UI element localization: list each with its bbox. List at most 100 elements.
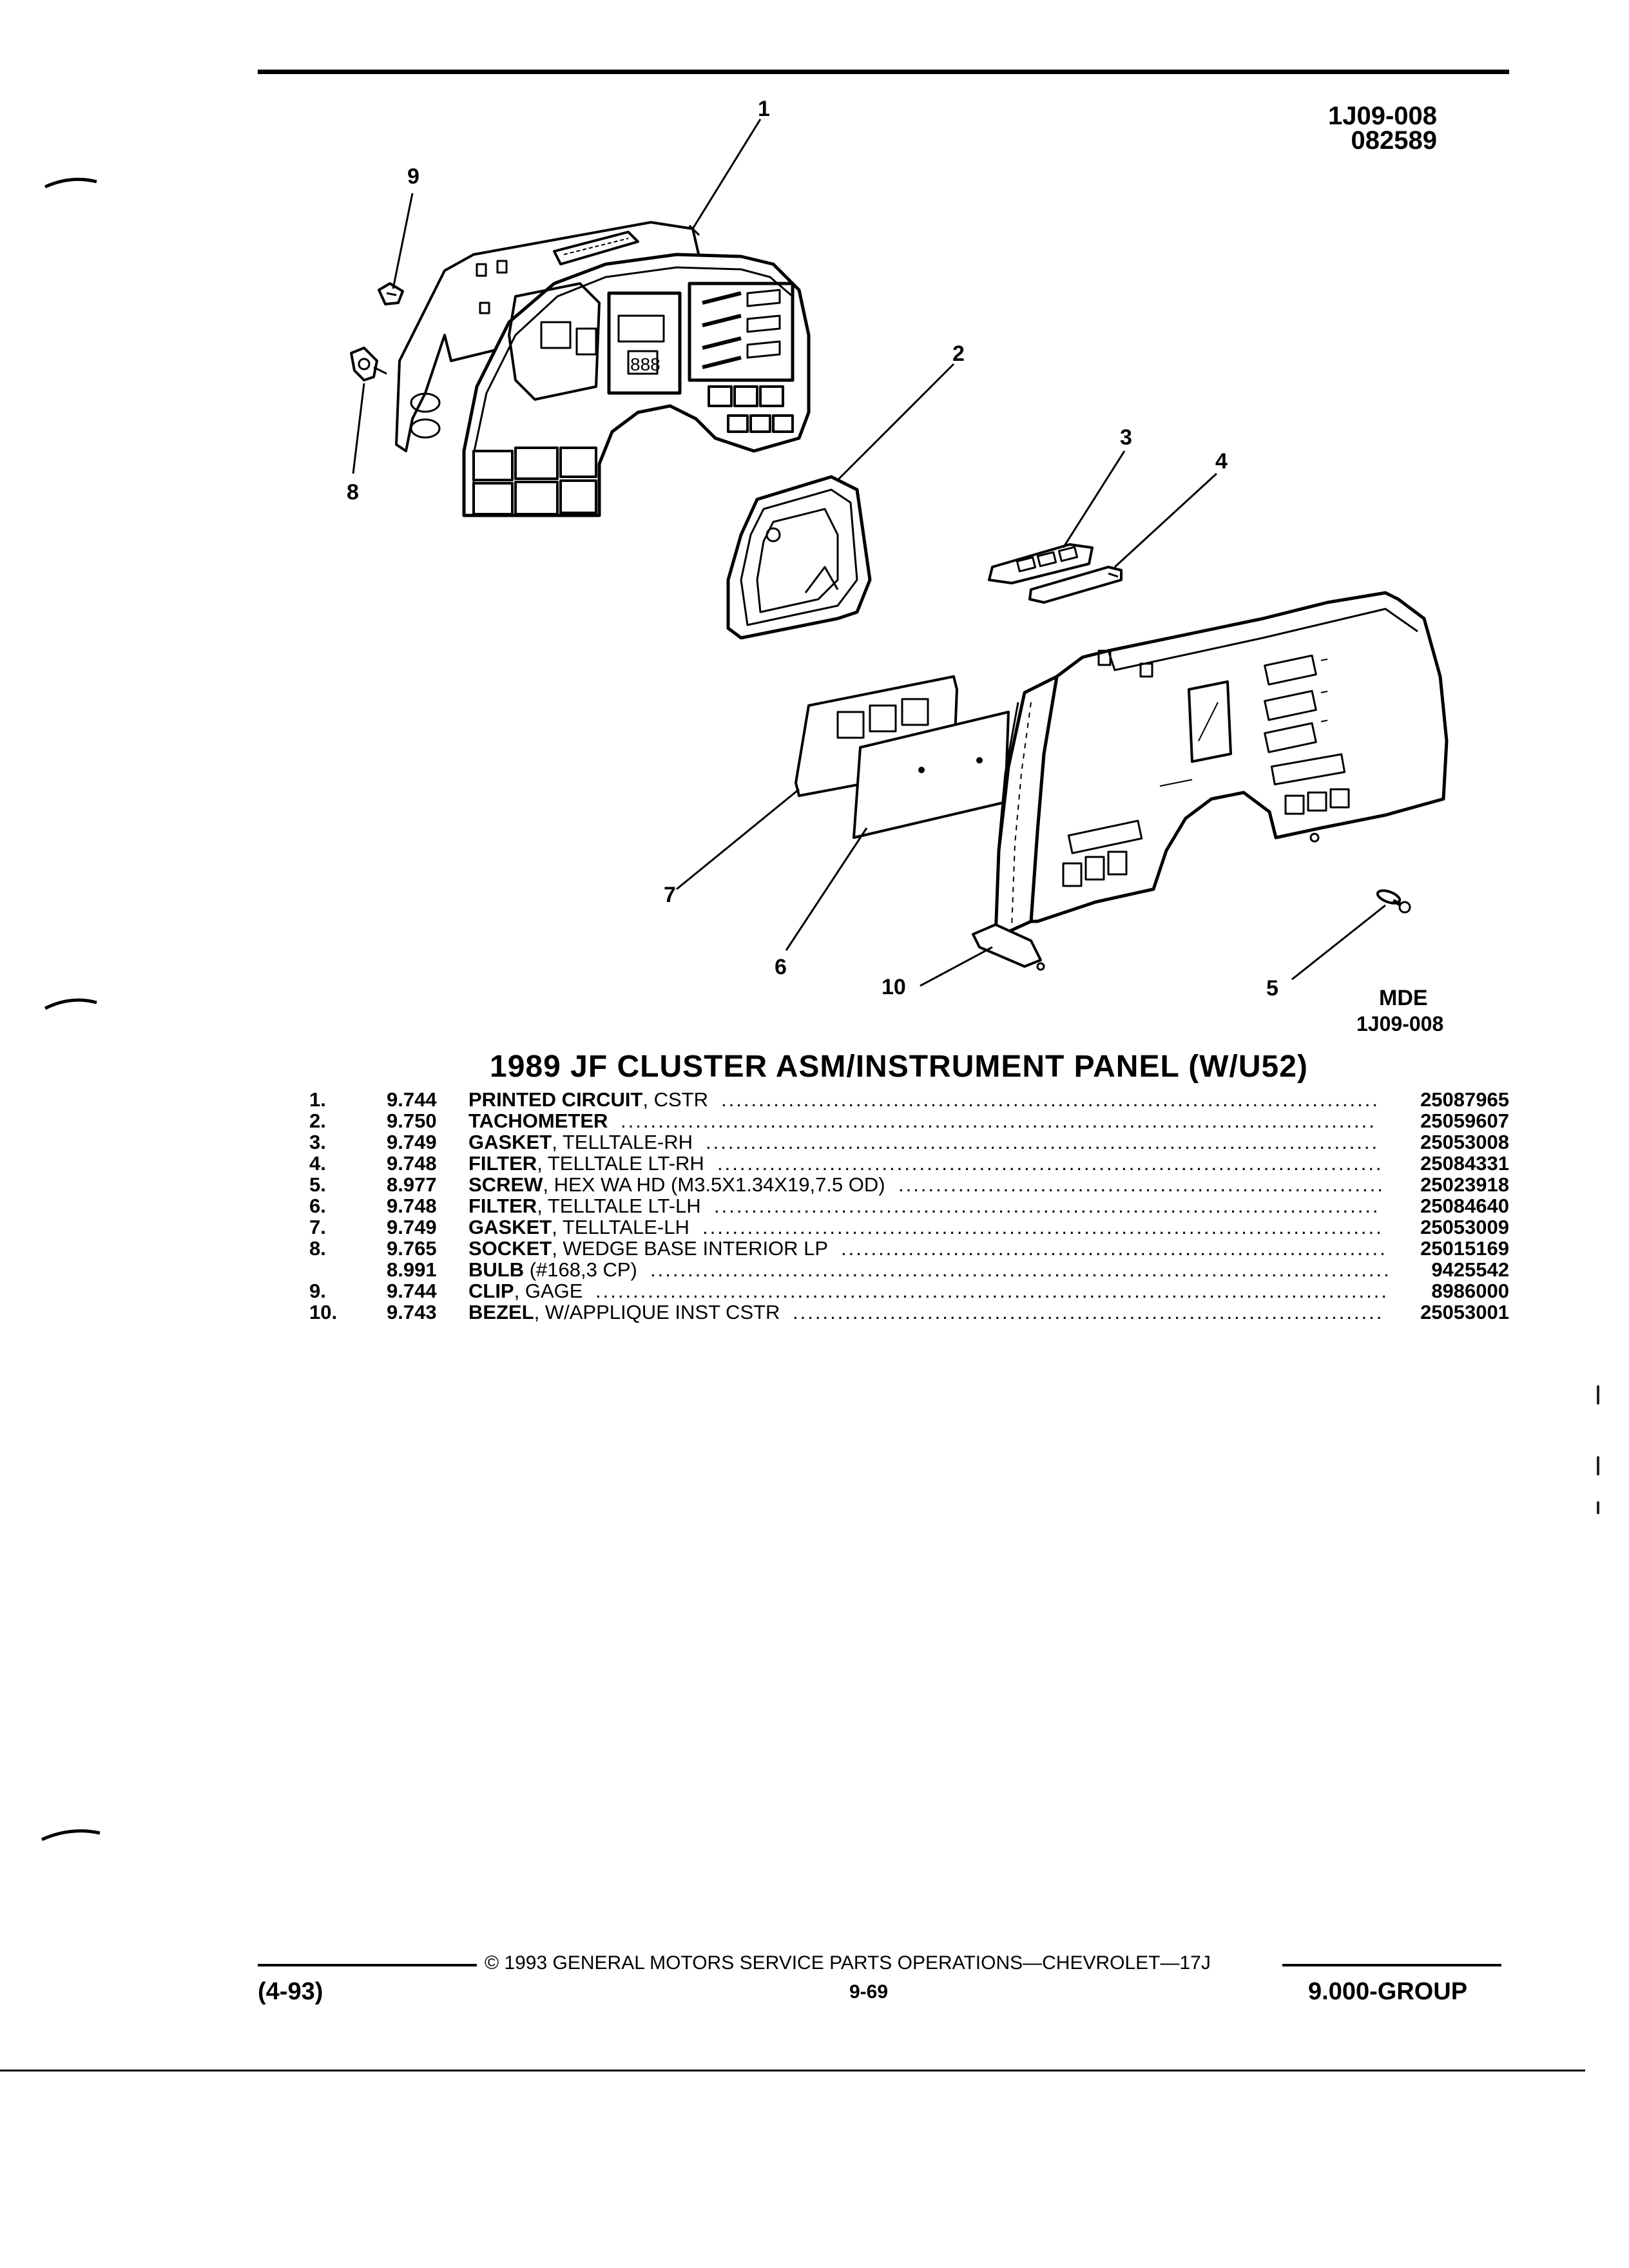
scan-speck <box>1597 1385 1599 1405</box>
item-number: 10. <box>309 1301 338 1323</box>
dot-leader: ........................................… <box>702 1216 1383 1238</box>
callout-8: 8 <box>347 480 359 505</box>
footer-copyright: © 1993 GENERAL MOTORS SERVICE PARTS OPER… <box>485 1952 1211 1974</box>
callout-2: 2 <box>952 341 965 366</box>
part-spec: , TELLTALE LT-LH <box>537 1195 701 1217</box>
svg-text:888: 888 <box>630 354 660 374</box>
callout-10: 10 <box>882 975 906 999</box>
item-number: 8. <box>309 1237 326 1260</box>
footer-rule-left <box>258 1964 477 1966</box>
scan-speck <box>1597 1501 1599 1514</box>
part-number: 25015169 <box>1420 1237 1509 1260</box>
item-number: 7. <box>309 1216 326 1238</box>
callout-7: 7 <box>664 883 676 907</box>
part-number: 25053009 <box>1420 1216 1509 1238</box>
item-number: 3. <box>309 1131 326 1153</box>
part-number: 25053001 <box>1420 1301 1509 1323</box>
gasket-telltale-rh-drawing <box>988 543 1094 584</box>
part-description: GASKET, TELLTALE-LH <box>468 1216 689 1238</box>
part-spec: , TELLTALE-RH <box>552 1131 693 1153</box>
part-number: 8986000 <box>1431 1280 1509 1302</box>
part-description: GASKET, TELLTALE-RH <box>468 1131 693 1153</box>
callout-4: 4 <box>1215 449 1228 474</box>
dot-leader: ........................................… <box>793 1302 1384 1323</box>
part-name: FILTER <box>468 1152 537 1175</box>
dot-leader: ........................................… <box>621 1110 1376 1131</box>
group-number: 9.750 <box>387 1110 437 1132</box>
part-name: TACHOMETER <box>468 1110 608 1132</box>
part-spec: , TELLTALE-LH <box>552 1216 689 1238</box>
parts-row: 7. 9.749 GASKET, TELLTALE-LH..............… <box>0 1216 1629 1238</box>
part-spec: , WEDGE BASE INTERIOR LP <box>552 1237 829 1260</box>
group-number: 8.977 <box>387 1173 437 1196</box>
part-spec: , CSTR <box>642 1088 709 1111</box>
parts-list: 1. 9.744 PRINTED CIRCUIT, CSTR............… <box>0 1089 1629 1360</box>
part-number: 25053008 <box>1420 1131 1509 1153</box>
group-number: 9.743 <box>387 1301 437 1323</box>
caption-ref: 1J09-008 <box>1356 1012 1443 1035</box>
socket-drawing <box>350 347 387 381</box>
footer-group: 9.000-GROUP <box>1308 1978 1468 2005</box>
exploded-parts-diagram: 888 <box>347 97 1449 1035</box>
group-number: 9.744 <box>387 1280 437 1302</box>
figure-date: 082589 <box>1351 126 1437 155</box>
part-spec: , HEX WA HD (M3.5X1.34X19,7.5 OD) <box>543 1173 885 1196</box>
filter-telltale-rh-drawing <box>1028 566 1123 604</box>
parts-row: 5. 8.977 SCREW, HEX WA HD (M3.5X1.34X19,7.… <box>0 1174 1629 1195</box>
callout-3: 3 <box>1120 425 1132 450</box>
callout-6: 6 <box>775 955 787 979</box>
part-number: 25084640 <box>1420 1195 1509 1217</box>
scan-speck <box>1597 1456 1599 1475</box>
parts-row: 9. 9.744 CLIP, GAGE.......................… <box>0 1280 1629 1302</box>
part-name: FILTER <box>468 1195 537 1217</box>
dot-leader: ........................................… <box>650 1259 1391 1280</box>
group-number: 8.991 <box>387 1258 437 1281</box>
part-description: CLIP, GAGE <box>468 1280 583 1302</box>
dot-leader: ........................................… <box>595 1280 1389 1302</box>
callout-9: 9 <box>407 164 419 189</box>
margin-marks <box>41 177 101 1841</box>
part-number: 9425542 <box>1431 1258 1509 1281</box>
footer-date-code: (4-93) <box>258 1978 323 2005</box>
part-name: GASKET <box>468 1131 552 1153</box>
part-description: SCREW, HEX WA HD (M3.5X1.34X19,7.5 OD) <box>468 1174 885 1195</box>
part-spec: , W/APPLIQUE INST CSTR <box>534 1301 780 1323</box>
part-description: BULB (#168,3 CP) <box>468 1259 637 1280</box>
bottom-rule <box>0 2070 1585 2071</box>
item-number: 1. <box>309 1088 326 1111</box>
item-number: 5. <box>309 1173 326 1196</box>
leader-lines <box>352 119 1386 987</box>
part-description: TACHOMETER <box>468 1110 608 1131</box>
part-name: SOCKET <box>468 1237 552 1260</box>
screw-drawing <box>1376 889 1411 914</box>
part-name: SCREW <box>468 1173 543 1196</box>
item-number: 9. <box>309 1280 326 1302</box>
part-number: 25023918 <box>1420 1173 1509 1196</box>
footer-rule-right <box>1282 1964 1501 1966</box>
part-name: GASKET <box>468 1216 552 1238</box>
dot-leader: ........................................… <box>721 1089 1380 1110</box>
part-description: PRINTED CIRCUIT, CSTR <box>468 1089 708 1110</box>
part-spec: (#168,3 CP) <box>524 1258 637 1281</box>
parts-row: 8.991 BULB (#168,3 CP)...................… <box>0 1259 1629 1280</box>
group-number: 9.749 <box>387 1216 437 1238</box>
part-description: FILTER, TELLTALE LT-LH <box>468 1195 701 1216</box>
bezel-drawing <box>972 591 1449 971</box>
part-name: CLIP <box>468 1280 514 1302</box>
dot-leader: ........................................… <box>706 1131 1380 1153</box>
callout-1: 1 <box>758 97 770 121</box>
top-rule <box>258 70 1509 74</box>
dot-leader: ........................................… <box>717 1153 1383 1174</box>
part-name: PRINTED CIRCUIT <box>468 1088 643 1111</box>
part-description: BEZEL, W/APPLIQUE INST CSTR <box>468 1302 780 1323</box>
part-spec: , TELLTALE LT-RH <box>537 1152 704 1175</box>
parts-row: 10. 9.743 BEZEL, W/APPLIQUE INST CSTR.....… <box>0 1302 1629 1323</box>
part-name: BULB <box>468 1258 525 1281</box>
group-number: 9.765 <box>387 1237 437 1260</box>
dot-leader: ........................................… <box>714 1195 1380 1216</box>
figure-ref: 1J09-008 <box>1327 102 1437 130</box>
